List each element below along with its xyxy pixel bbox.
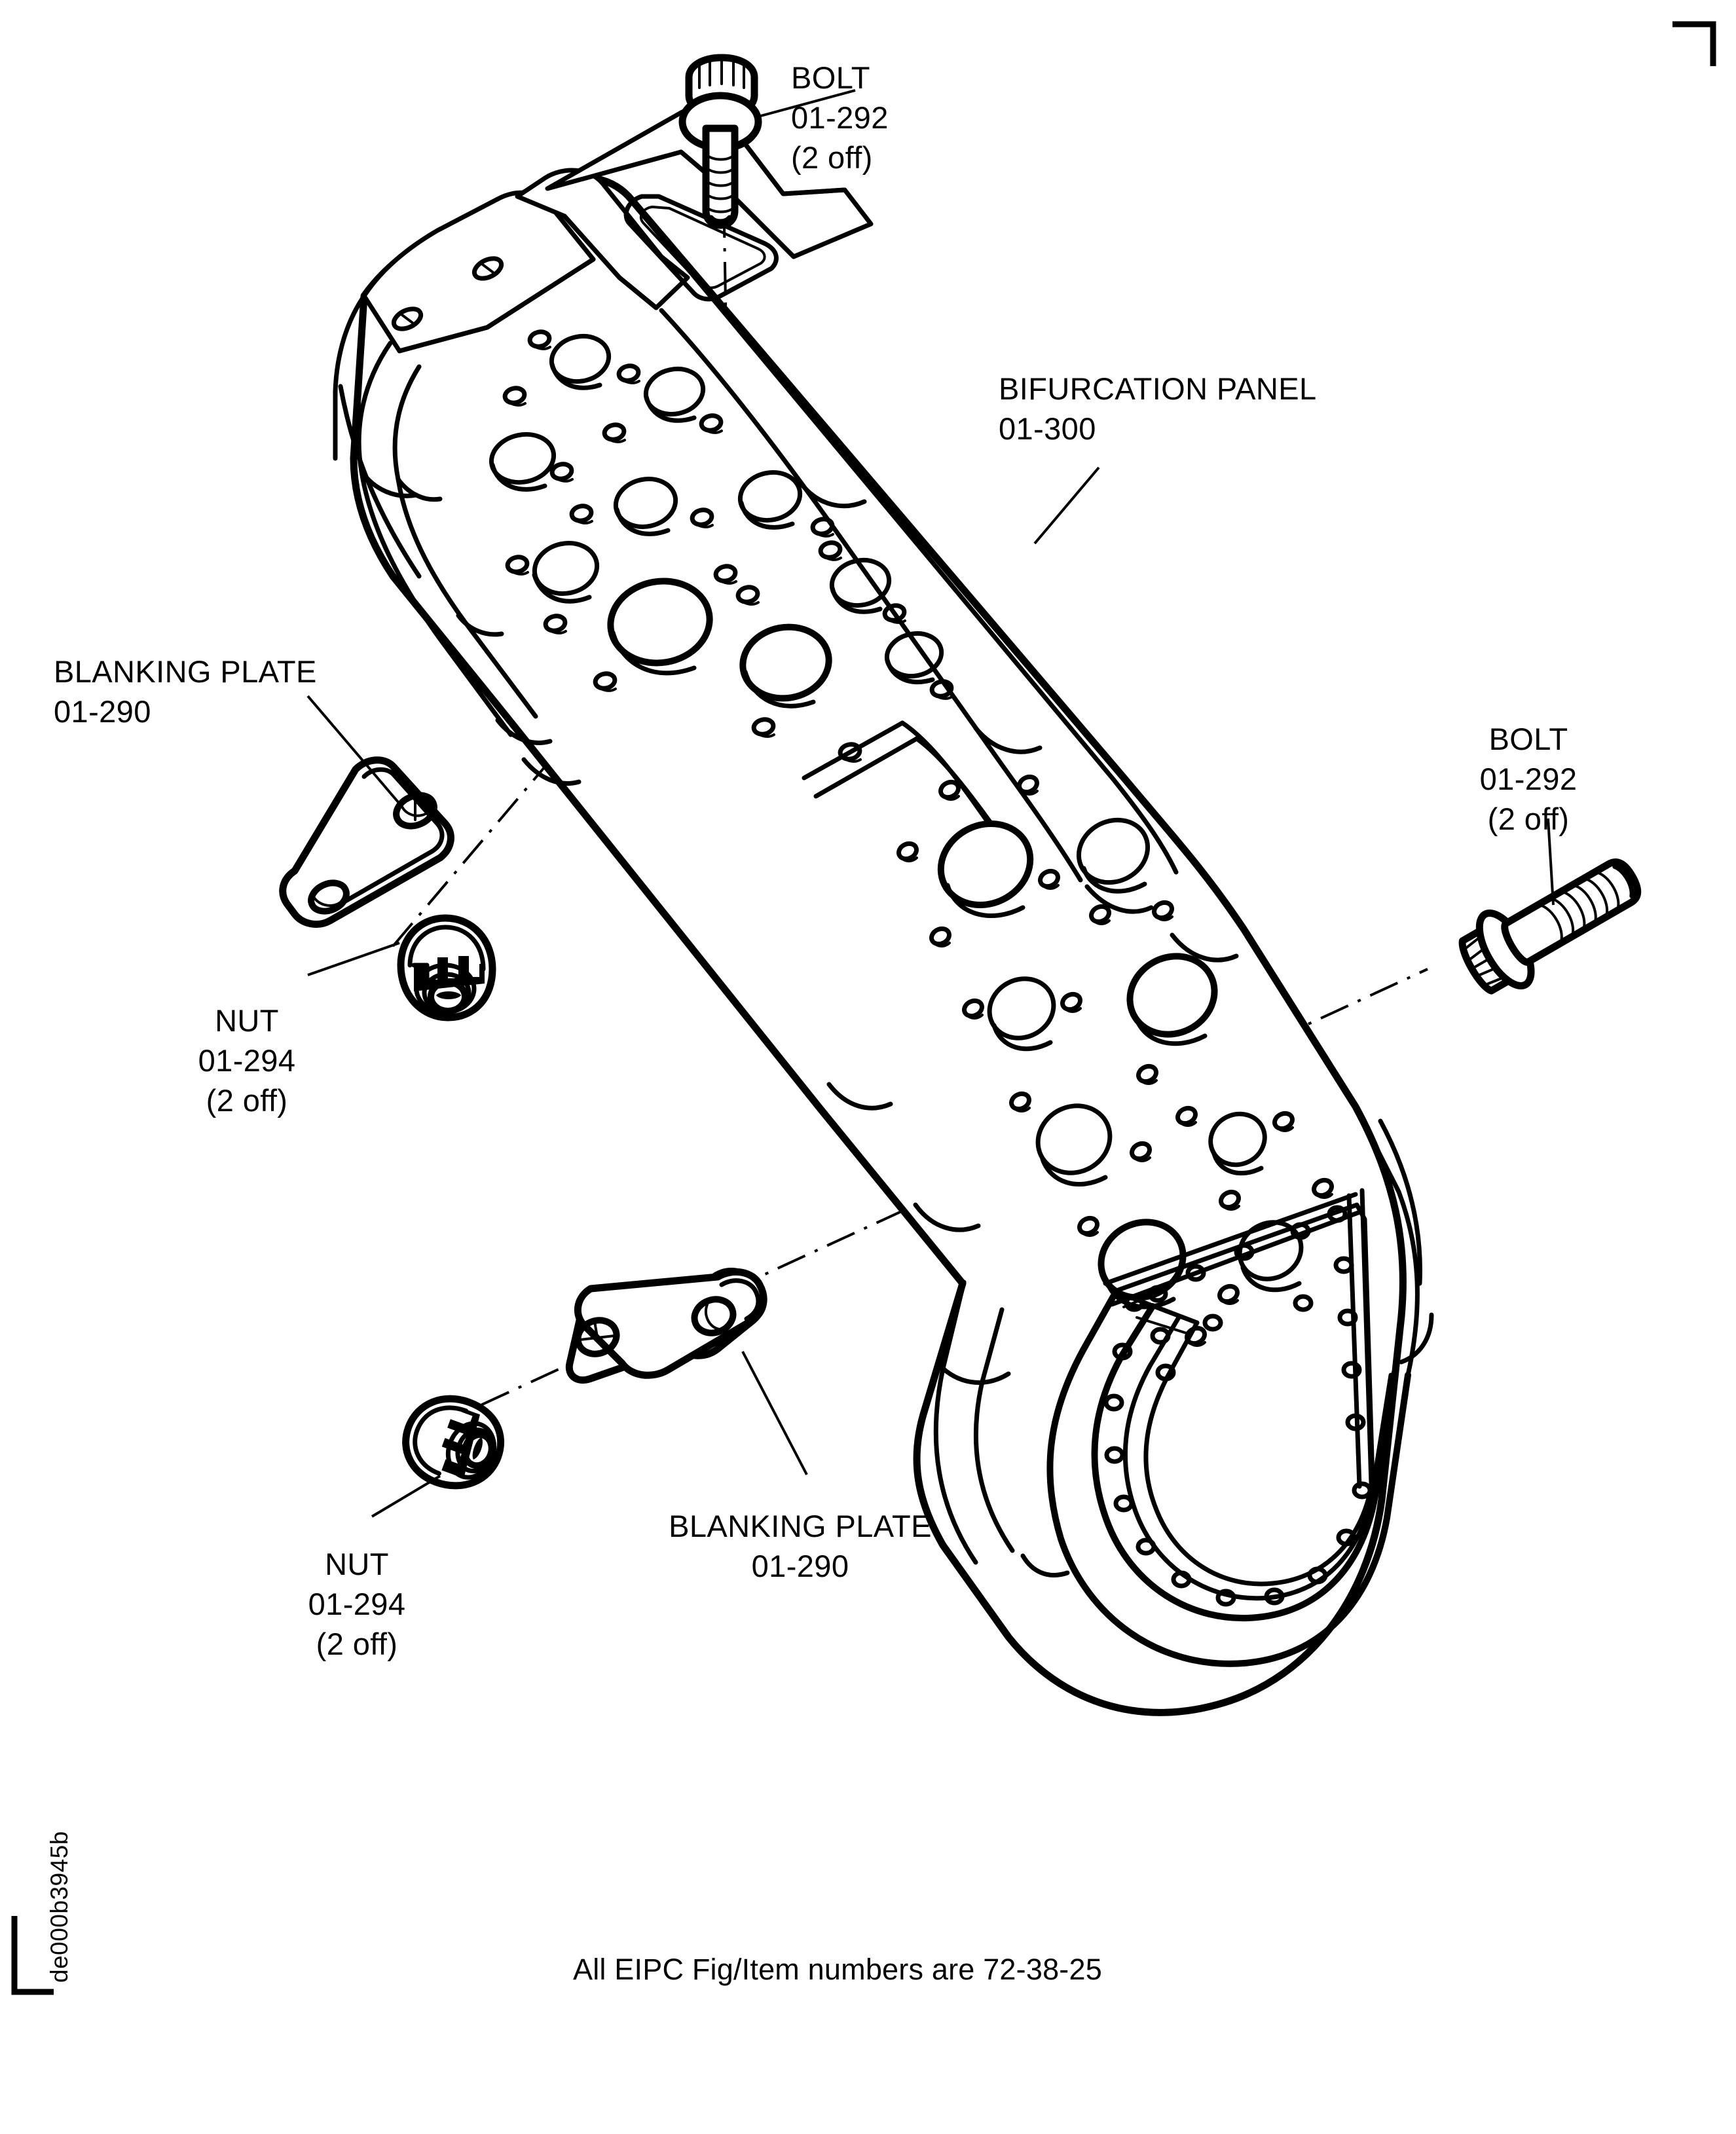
panel-lower-hole-pattern [896,774,1334,1347]
leader-lines [306,89,1555,1518]
callout-nut-lower-name: NUT [325,1547,389,1581]
drawing-side-code: de000b3945b [46,1831,73,1983]
panel-right-flange-upper [631,202,1179,914]
callout-bolt-top-name: BOLT [791,60,870,95]
nut-lower-part [402,1395,504,1490]
upper-deck-rivet-holes [502,329,954,763]
callout-nut-upper-quantity: (2 off) [206,1083,288,1118]
callout-nut-lower-quantity: (2 off) [316,1627,398,1662]
bolt-right-threads [1538,871,1620,943]
callout-blanking-plate-lower-partnumber: 01-290 [751,1549,849,1584]
callout-nut-lower: NUT 01-294 (2 off) [272,1544,442,1664]
callout-nut-upper-partnumber: 01-294 [198,1043,296,1078]
panel-left-flange [356,340,582,786]
callout-bifurcation-panel: BIFURCATION PANEL 01-300 [999,369,1317,449]
callout-bifurcation-panel-name: BIFURCATION PANEL [999,371,1317,406]
callout-bolt-right-name: BOLT [1488,722,1568,756]
blanking-plate-upper-part [279,756,454,928]
callout-bolt-right-partnumber: 01-292 [1479,762,1578,797]
callout-nut-upper-name: NUT [215,1003,279,1038]
callout-nut-lower-partnumber: 01-294 [308,1587,406,1622]
callout-blanking-plate-lower-name: BLANKING PLATE [669,1509,932,1543]
bifurcation-panel-part [333,105,1434,1716]
panel-upper-hole-pattern [489,329,954,763]
u-section-rivets-left [1103,1294,1373,1607]
callout-blanking-plate-upper-name: BLANKING PLATE [54,654,317,689]
callout-bolt-top: BOLT 01-292 (2 off) [791,58,889,177]
callout-blanking-plate-upper: BLANKING PLATE 01-290 [54,652,317,731]
u-section-rivets-right [1327,1205,1366,1431]
bolt-top-knurl [698,59,745,89]
callout-nut-upper: NUT 01-294 (2 off) [162,1001,332,1120]
bolt-top-part [678,54,762,229]
crop-mark-top-right [1672,21,1716,66]
crop-mark-bottom-left [11,1916,54,1995]
bolt-top-threads [705,153,736,213]
callout-bolt-right: BOLT 01-292 (2 off) [1443,719,1614,839]
callout-bifurcation-panel-partnumber: 01-300 [999,411,1096,447]
blanking-plate-lower-part [565,1268,767,1384]
panel-lower-u-section [933,1104,1434,1667]
callout-bolt-right-quantity: (2 off) [1487,801,1570,837]
callout-blanking-plate-lower: BLANKING PLATE 01-290 [623,1506,977,1586]
panel-mid-folds [802,720,994,826]
callout-bolt-top-partnumber: 01-292 [791,100,889,136]
u-section-plate-rivets [1147,1222,1314,1382]
eipc-footer-note: All EIPC Fig/Item numbers are 72-38-25 [573,1953,1102,1986]
callout-blanking-plate-upper-partnumber: 01-290 [54,694,151,729]
bolt-right-part [1458,858,1642,995]
callout-bolt-top-quantity: (2 off) [791,140,873,175]
nut-upper-part [397,914,496,1021]
